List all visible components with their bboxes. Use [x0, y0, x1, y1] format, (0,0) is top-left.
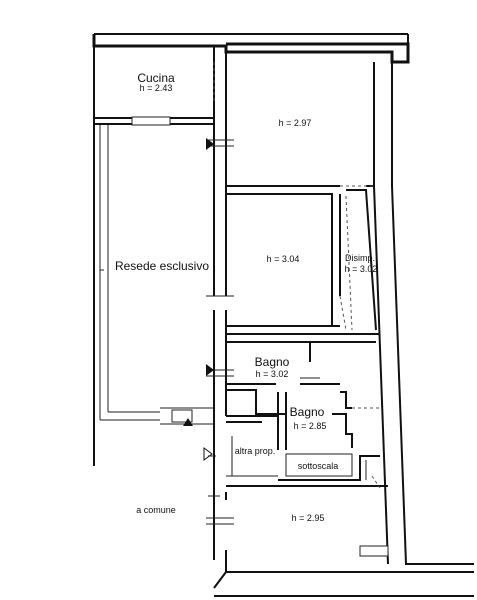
- altra-prop-walls: [226, 415, 278, 477]
- cucina-walls: [94, 46, 227, 126]
- outer-walls: [92, 33, 474, 597]
- disimp-height: h = 3.02: [344, 264, 378, 274]
- stair-arrow-icon: [183, 418, 193, 426]
- disimp-walls: [226, 189, 380, 335]
- disimp-name: Disimp.: [344, 253, 376, 263]
- room-top-right-height: h = 2.97: [278, 118, 312, 128]
- entrance-arrow-icon: [206, 364, 214, 376]
- bagno2-walls: [226, 389, 380, 450]
- bagno1-walls: [226, 341, 376, 385]
- entrance-arrow-outline-icon: [203, 447, 213, 461]
- a-comune-name: a comune: [136, 505, 176, 515]
- entrance-arrows: [183, 138, 214, 461]
- room-mid-height: h = 3.04: [266, 254, 300, 264]
- room-mid-walls: [226, 194, 347, 331]
- resede-frame: [100, 269, 214, 425]
- room-bottom-height: h = 2.95: [291, 513, 325, 523]
- room-top-right-walls: [226, 185, 374, 326]
- entrance-arrow-icon: [206, 138, 214, 150]
- steps: [208, 455, 367, 497]
- cucina-name: Cucina: [137, 71, 175, 85]
- bagno2-height: h = 2.85: [293, 421, 327, 431]
- altra-prop-name: altra prop.: [234, 446, 276, 456]
- cucina-height: h = 2.43: [139, 83, 173, 93]
- bagno1-name: Bagno: [254, 355, 290, 369]
- bagno2-name: Bagno: [289, 405, 325, 419]
- sottoscala-walls: [278, 453, 380, 481]
- sottoscala-name: sottoscala: [297, 461, 339, 471]
- room-bottom-walls: [206, 475, 389, 572]
- bagno1-height: h = 3.02: [255, 369, 289, 379]
- resede-name: Resede esclusivo: [114, 259, 210, 273]
